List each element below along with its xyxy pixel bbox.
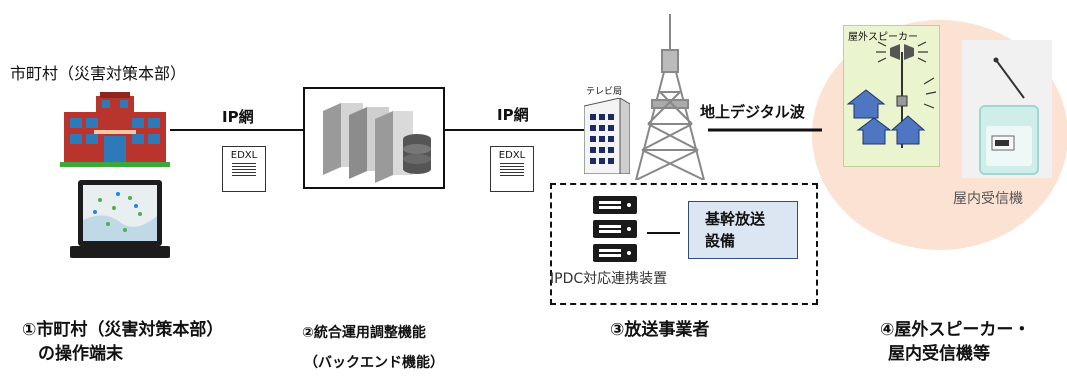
outdoor-speaker-panel: 屋外スピーカー [843,25,940,167]
ip-network-label-1: IP網 [222,108,254,126]
ipdc-server-rack-icon [593,196,637,262]
speaker-houses-icon [846,41,937,148]
speaker-label: 屋外スピーカー [848,32,918,43]
caption-4-line1: ④屋外スピーカー・ [880,320,1031,340]
laptop-terminal-icon [70,180,170,258]
core-broadcast-label-line2: 設備 [705,232,736,250]
caption-2-line2: （バックエンド機能） [304,355,444,371]
ipdc-device-label: IPDC対応連携装置 [550,271,668,287]
terrestrial-digital-label: 地上デジタル波 [700,103,805,121]
server-database-icon [323,103,431,183]
municipality-title: 市町村（災害対策本部） [10,64,187,83]
caption-backend-function: ②統合運用調整機能 （バックエンド機能） [302,318,444,378]
tv-station-building-icon [584,98,630,174]
caption-speakers-receivers: ④屋外スピーカー・ 屋内受信機等 [880,318,1030,366]
caption-2-line1: ②統合運用調整機能 [302,325,426,341]
edxl-document-icon-1: EDXL [222,146,266,192]
edxl-document-icon-2: EDXL [490,146,534,192]
indoor-receiver-icon [962,40,1052,178]
tv-station-label: テレビ局 [586,87,623,97]
core-broadcast-label-line1: 基幹放送 [705,210,766,228]
caption-1-line2: の操作端末 [38,344,123,364]
edxl-label-1: EDXL [230,150,258,161]
ip-network-label-2: IP網 [497,106,529,124]
caption-broadcaster: ③放送事業者 [610,320,710,340]
backend-server-box [303,87,445,189]
edxl-label-2: EDXL [498,150,526,161]
caption-4-line2: 屋内受信機等 [888,344,990,364]
broadcast-tower-icon [635,14,705,180]
city-hall-building-icon [60,92,170,167]
connection-lines [170,128,822,234]
ipdc-equipment-box [550,183,818,305]
indoor-receiver-label: 屋内受信機 [953,191,1023,207]
caption-municipality-terminal: ①市町村（災害対策本部） の操作端末 [22,318,223,366]
core-broadcast-equipment-box: 基幹放送 設備 [688,201,798,259]
caption-1-line1: ①市町村（災害対策本部） [22,320,224,340]
